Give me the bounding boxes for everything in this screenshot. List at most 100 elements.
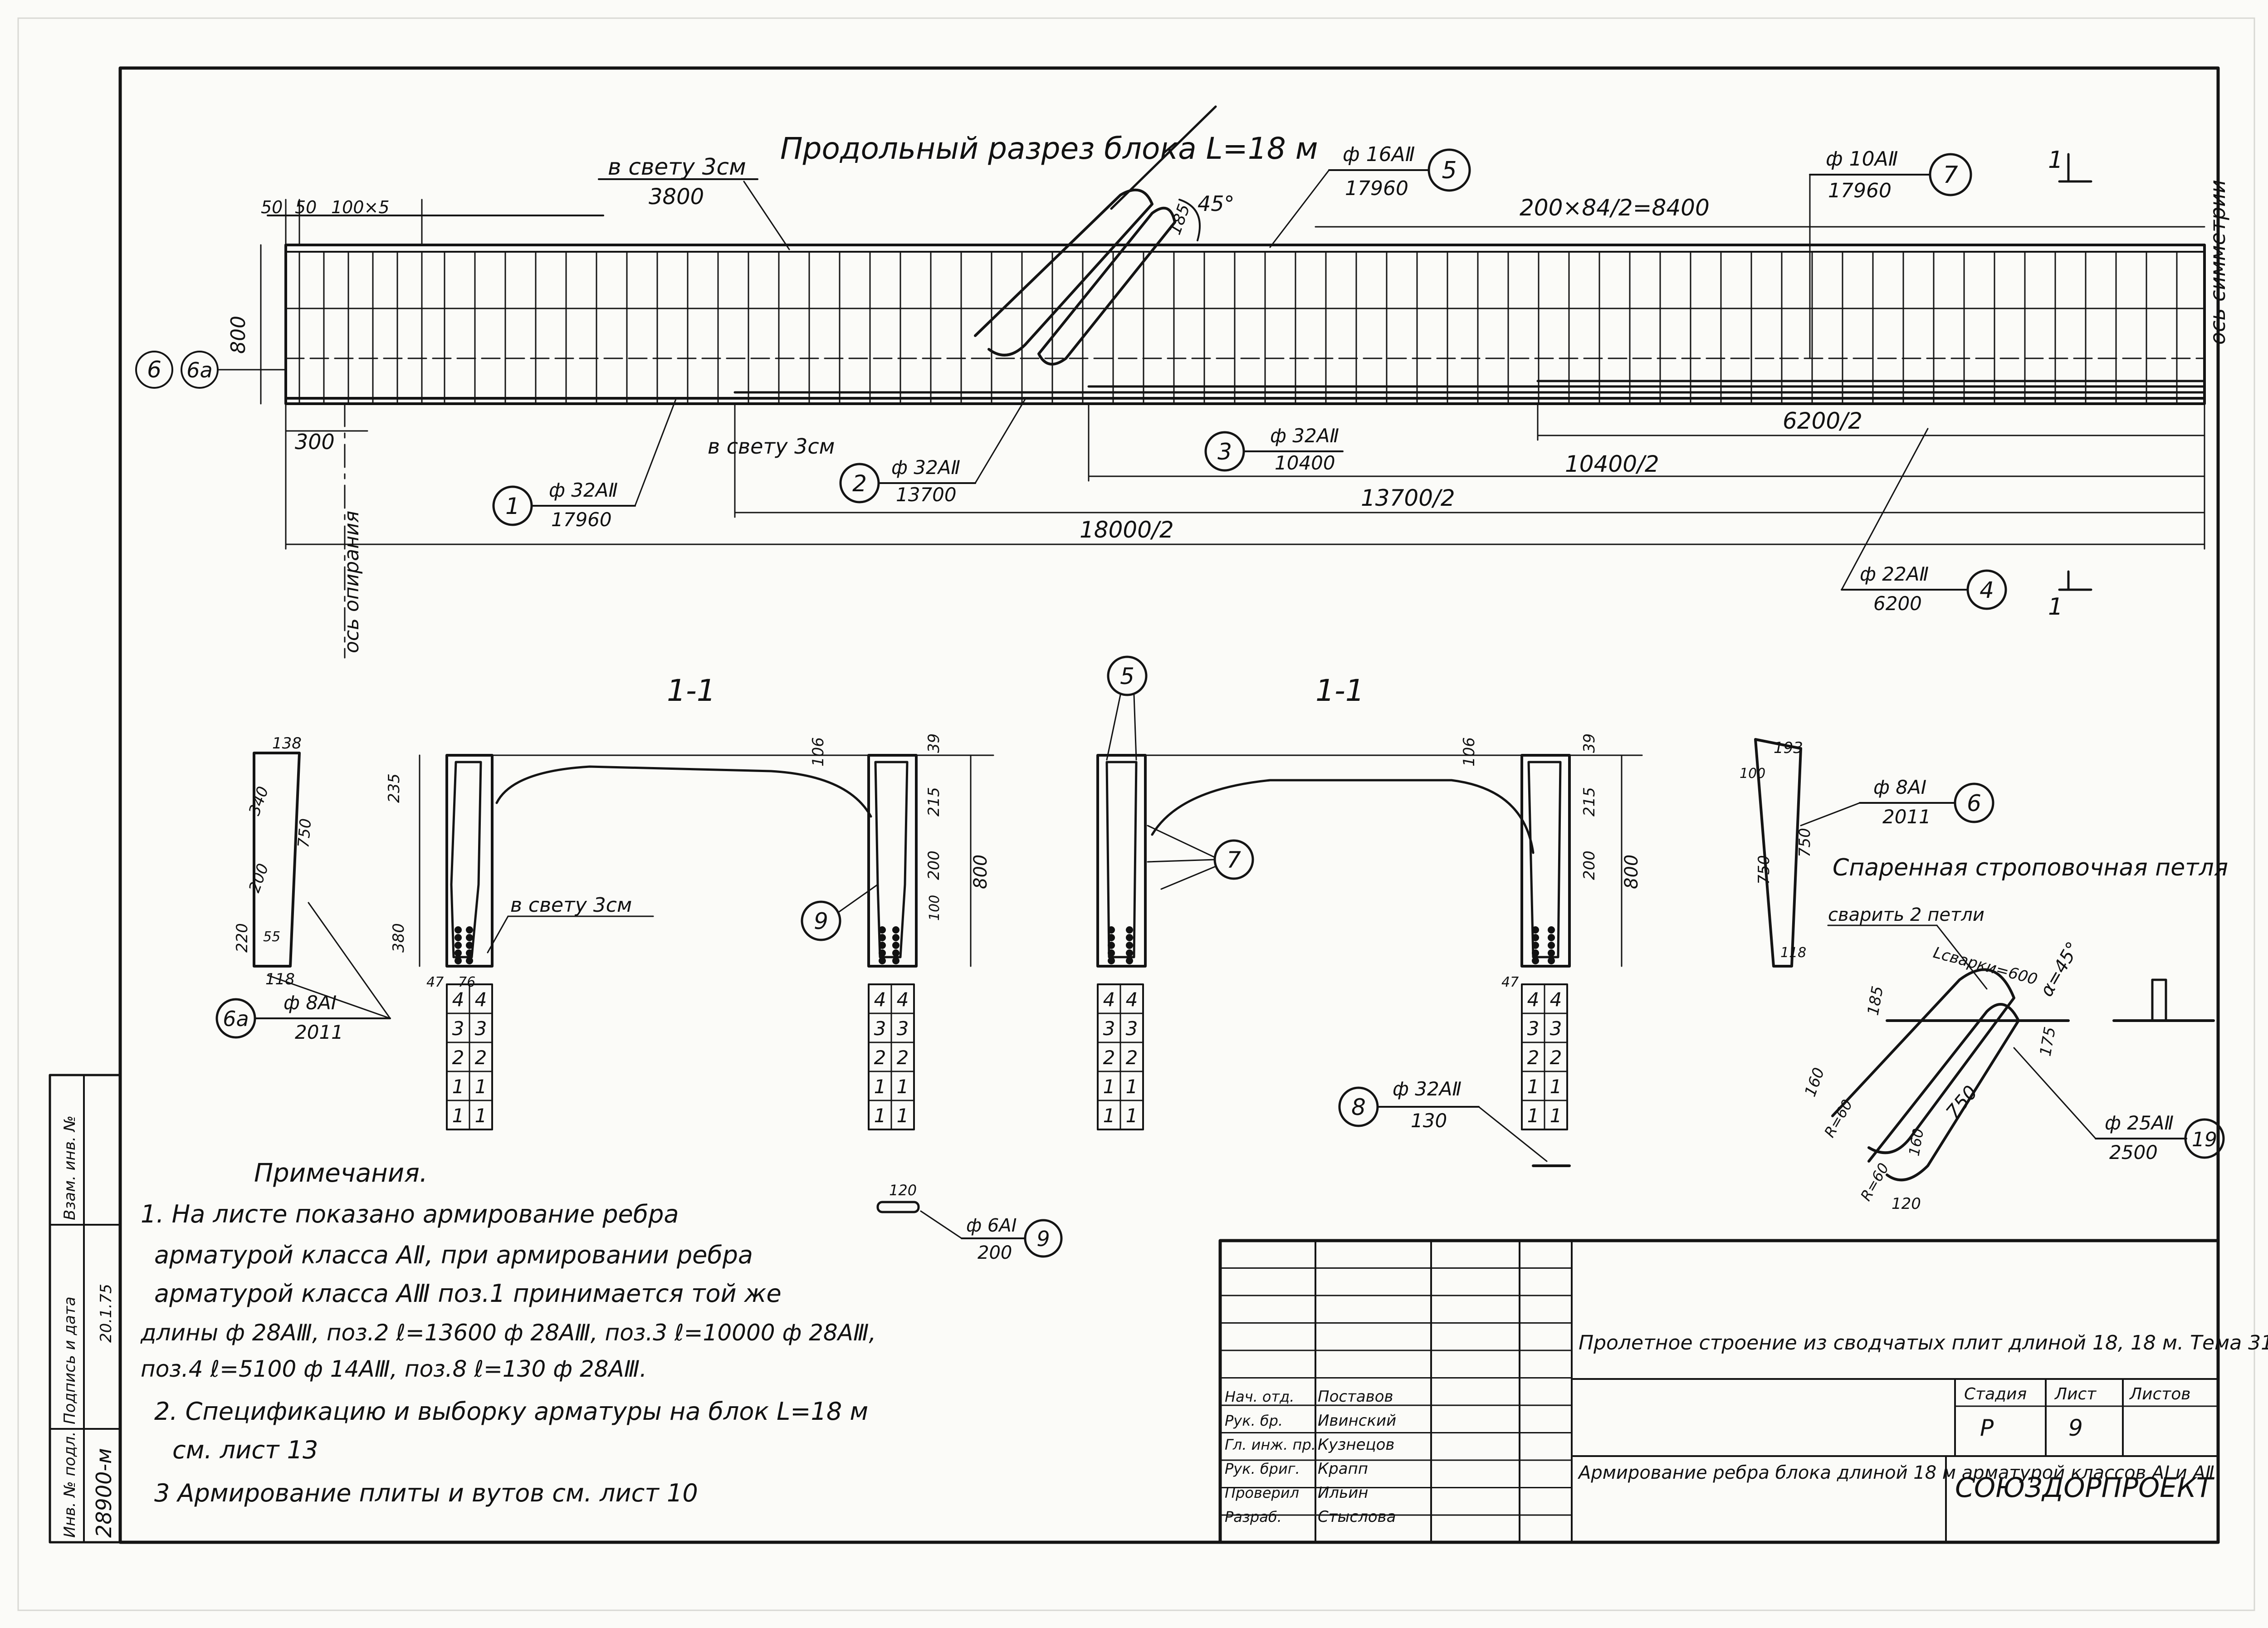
section-left-bars <box>455 926 899 964</box>
svg-text:120: 120 <box>889 1182 917 1199</box>
svg-text:215: 215 <box>925 787 943 816</box>
rebar-dot <box>879 957 886 964</box>
svg-text:175: 175 <box>2036 1026 2059 1058</box>
section-1-1-left: 1-1 106 39 215 200 800 100 235 380 47 76… <box>385 673 994 990</box>
svg-text:120: 120 <box>1892 1195 1921 1213</box>
bar-table-cell: 3 <box>475 1017 487 1040</box>
bar-table-cell: 2 <box>1550 1046 1562 1069</box>
svg-text:100: 100 <box>1740 766 1765 782</box>
svg-text:200: 200 <box>1580 851 1598 880</box>
rebar-dot <box>892 957 899 964</box>
section-cut-bottom: 1 <box>2048 593 2063 621</box>
tb-person-name: Поставов <box>1318 1388 1393 1406</box>
rebar-dot <box>879 949 886 957</box>
svg-text:ф 32АⅡ: ф 32АⅡ <box>549 479 618 501</box>
stirrup-6: 193 100 750 750 118 ф 8АⅠ 2011 6 <box>1740 738 1994 968</box>
svg-text:100: 100 <box>927 895 943 921</box>
svg-text:5: 5 <box>1442 157 1457 184</box>
rebar-dot <box>1532 957 1539 964</box>
svg-text:ф 22АⅡ: ф 22АⅡ <box>1860 563 1929 585</box>
bar-table-cell: 1 <box>1527 1105 1540 1127</box>
tb-person-name: Ильин <box>1318 1484 1369 1502</box>
svg-text:ф 32АⅡ: ф 32АⅡ <box>1270 425 1339 447</box>
rebar-dot <box>1126 926 1133 934</box>
bar-table-cell: 2 <box>475 1046 487 1069</box>
svg-text:ф 32АⅡ: ф 32АⅡ <box>891 456 960 479</box>
rebar-dot <box>879 942 886 949</box>
dim-50a: 50 <box>261 197 283 217</box>
dim-100x5: 100×5 <box>331 197 390 217</box>
bar-table-cell: 1 <box>1103 1076 1115 1098</box>
rebar-dot <box>1108 926 1115 934</box>
bar-table-cell: 3 <box>897 1017 909 1040</box>
note-line-4: длины ф 28АⅢ, поз.2 ℓ=13600 ф 28АⅢ, поз.… <box>140 1320 876 1346</box>
clear-3cm-top: в свету 3см <box>608 154 746 180</box>
svg-text:α=45°: α=45° <box>2036 939 2084 1000</box>
svg-text:138: 138 <box>272 734 302 753</box>
rebar-dot <box>1108 934 1115 941</box>
bar-table-cell: 4 <box>1550 988 1562 1011</box>
rebar-dot <box>1532 926 1539 934</box>
bar-table-cell: 3 <box>1103 1017 1115 1040</box>
svg-text:R=60: R=60 <box>1857 1160 1892 1204</box>
svg-text:6а: 6а <box>223 1007 249 1031</box>
svg-text:5: 5 <box>1120 663 1134 689</box>
rebar-dot <box>1108 957 1115 964</box>
tb-person-name: Ивинский <box>1318 1412 1396 1430</box>
svg-text:215: 215 <box>1580 787 1598 816</box>
svg-text:9: 9 <box>1036 1227 1050 1251</box>
rebar-dot <box>455 934 462 941</box>
bar-table-cell: 2 <box>1103 1046 1115 1069</box>
rebar-dot <box>1548 957 1555 964</box>
note-line-3: арматурой класса АⅢ поз.1 принимается то… <box>154 1279 782 1308</box>
bar-table-cell: 1 <box>874 1076 886 1098</box>
tb-person-role: Рук. бриг. <box>1225 1460 1300 1477</box>
svg-text:17960: 17960 <box>551 508 612 531</box>
rebar-dot <box>466 934 473 941</box>
rebar-dot <box>1532 934 1539 941</box>
svg-text:в свету 3см: в свету 3см <box>510 894 632 917</box>
bar-callout-2: 2 ф 32АⅡ 13700 <box>839 398 1026 506</box>
svg-text:10400: 10400 <box>1275 452 1335 474</box>
svg-text:ф 6АⅠ: ф 6АⅠ <box>966 1215 1017 1236</box>
tb-person-role: Гл. инж. пр. <box>1225 1436 1316 1453</box>
dim-185-label: 185 <box>1166 201 1194 237</box>
tb-sheet: 9 <box>2068 1415 2083 1441</box>
svg-text:750: 750 <box>1755 855 1773 885</box>
tb-sheet-title: Армирование ребра блока длиной 18 м арма… <box>1577 1462 2214 1483</box>
bar-table-cell: 1 <box>475 1076 487 1098</box>
bar-table-cell: 1 <box>1527 1076 1540 1098</box>
bar-table-cell: 1 <box>1126 1076 1138 1098</box>
svg-text:6: 6 <box>1967 790 1981 816</box>
bar-table-cell: 2 <box>1527 1046 1540 1069</box>
bar-table-cell: 1 <box>897 1076 909 1098</box>
svg-text:220: 220 <box>233 923 251 953</box>
bar-callout-5: 5 ф 16АⅡ 17960 <box>1269 143 1471 248</box>
rebar-dot <box>892 942 899 949</box>
beam-outline <box>284 244 2206 405</box>
svg-text:130: 130 <box>1411 1110 1447 1132</box>
dim-300: 300 <box>295 430 335 454</box>
title-block: Пролетное строение из сводчатых плит дли… <box>1218 1239 2268 1544</box>
balloon-6-left <box>135 351 173 389</box>
svg-text:19: 19 <box>2192 1128 2217 1151</box>
bar-table-cell: 3 <box>1550 1017 1562 1040</box>
svg-text:160: 160 <box>1801 1065 1828 1099</box>
svg-text:Инв. № подл.: Инв. № подл. <box>61 1431 79 1538</box>
dim-10400: 10400/2 <box>1565 451 1659 477</box>
dim-18000: 18000/2 <box>1080 517 1174 543</box>
svg-text:193: 193 <box>1774 739 1803 757</box>
svg-text:ф 8АⅠ: ф 8АⅠ <box>1873 776 1926 798</box>
side-stamp: Инв. № подл. 28900-м Подпись и дата 20.1… <box>49 1074 122 1544</box>
svg-text:28900-м: 28900-м <box>92 1448 116 1538</box>
svg-text:Подпись и дата: Подпись и дата <box>61 1296 79 1424</box>
svg-text:800: 800 <box>970 855 991 889</box>
bar-table-cell: 2 <box>897 1046 909 1069</box>
svg-text:160: 160 <box>1905 1127 1927 1158</box>
svg-text:4: 4 <box>1980 577 1994 603</box>
svg-text:55: 55 <box>263 929 280 945</box>
dim-800-left: 800 <box>227 316 250 354</box>
